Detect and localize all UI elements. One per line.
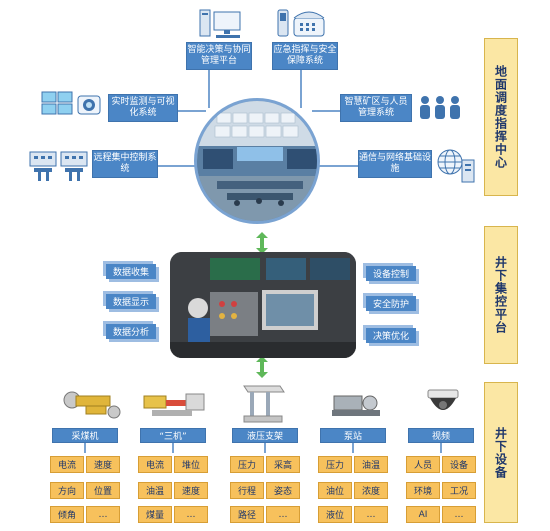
hydraulic-support-icon (240, 380, 292, 428)
device-parameter-cell: 压力 (230, 456, 264, 473)
device-parameter-cell: AI (406, 506, 440, 523)
device-parameter-cell: 速度 (86, 456, 120, 473)
label-remote-control-system: 远程集中控制系统 (92, 150, 158, 178)
device-parameter-cell: 工况 (442, 482, 476, 499)
double-arrow-icon (256, 356, 268, 382)
shearer-icon (62, 384, 122, 426)
globe-network-icon (434, 146, 478, 190)
device-parameter-cell: … (266, 506, 300, 523)
connector-line (208, 70, 210, 108)
scraper-conveyor-icon (142, 386, 208, 426)
device-parameter-cell: 倾角 (50, 506, 84, 523)
device-parameter-cell: 环境 (406, 482, 440, 499)
telephone-icon (276, 6, 328, 44)
device-group-label: “三机” (140, 428, 206, 443)
double-arrow-icon (256, 232, 268, 258)
connector-line (178, 110, 206, 112)
connector-line (158, 165, 196, 167)
label-personnel-system: 智慧矿区与人员管理系统 (340, 94, 412, 122)
control-room-image (194, 98, 320, 224)
connector-line (172, 443, 174, 453)
platform-function-safety-protection: 安全防护 (366, 296, 416, 311)
connector-line (300, 70, 302, 108)
video-wall-icon (40, 90, 106, 130)
platform-function-device-control: 设备控制 (366, 266, 416, 281)
device-parameter-cell: … (354, 506, 388, 523)
side-label-devices: 井下设备 (484, 382, 518, 523)
device-parameter-cell: 油位 (318, 482, 352, 499)
connector-line (352, 443, 354, 453)
label-decision-platform: 智能决策与协同管理平台 (186, 42, 252, 70)
device-parameter-cell: 采高 (266, 456, 300, 473)
people-icon (418, 94, 462, 126)
device-group-label: 泵站 (320, 428, 386, 443)
label-network-infrastructure: 通信与网络基础设施 (358, 150, 432, 178)
device-parameter-cell: 电流 (50, 456, 84, 473)
device-parameter-cell: … (174, 506, 208, 523)
platform-function-data-display: 数据显示 (106, 294, 156, 309)
underground-control-photo (170, 252, 356, 358)
desktop-computer-icon (198, 8, 246, 44)
device-parameter-cell: 压力 (318, 456, 352, 473)
device-parameter-cell: 油温 (138, 482, 172, 499)
connector-line (84, 443, 86, 453)
device-parameter-cell: 油温 (354, 456, 388, 473)
device-parameter-cell: 浓度 (354, 482, 388, 499)
device-parameter-cell: 堆位 (174, 456, 208, 473)
side-label-surface: 地面调度指挥中心 (484, 38, 518, 196)
device-parameter-cell: … (86, 506, 120, 523)
device-parameter-cell: 位置 (86, 482, 120, 499)
device-parameter-cell: 速度 (174, 482, 208, 499)
label-monitoring-system: 实时监测与可视化系统 (108, 94, 178, 122)
dome-camera-icon (424, 388, 462, 424)
label-emergency-system: 应急指挥与安全保障系统 (272, 42, 338, 70)
connector-line (264, 443, 266, 453)
device-parameter-cell: 液位 (318, 506, 352, 523)
pump-station-icon (330, 388, 382, 424)
platform-function-data-collection: 数据收集 (106, 264, 156, 279)
connector-line (312, 110, 340, 112)
device-parameter-cell: 方向 (50, 482, 84, 499)
device-parameter-cell: … (442, 506, 476, 523)
side-label-underground: 井下集控平台 (484, 226, 518, 364)
device-parameter-cell: 电流 (138, 456, 172, 473)
device-parameter-cell: 姿态 (266, 482, 300, 499)
connector-line (318, 165, 358, 167)
device-parameter-cell: 路径 (230, 506, 264, 523)
device-parameter-cell: 煤量 (138, 506, 172, 523)
platform-function-data-analysis: 数据分析 (106, 324, 156, 339)
control-console-icon (28, 148, 90, 188)
device-group-label: 视频 (408, 428, 474, 443)
device-group-label: 采煤机 (52, 428, 118, 443)
device-parameter-cell: 人员 (406, 456, 440, 473)
platform-function-decision-optimization: 决策优化 (366, 328, 416, 343)
connector-line (440, 443, 442, 453)
device-parameter-cell: 行程 (230, 482, 264, 499)
device-parameter-cell: 设备 (442, 456, 476, 473)
device-group-label: 液压支架 (232, 428, 298, 443)
